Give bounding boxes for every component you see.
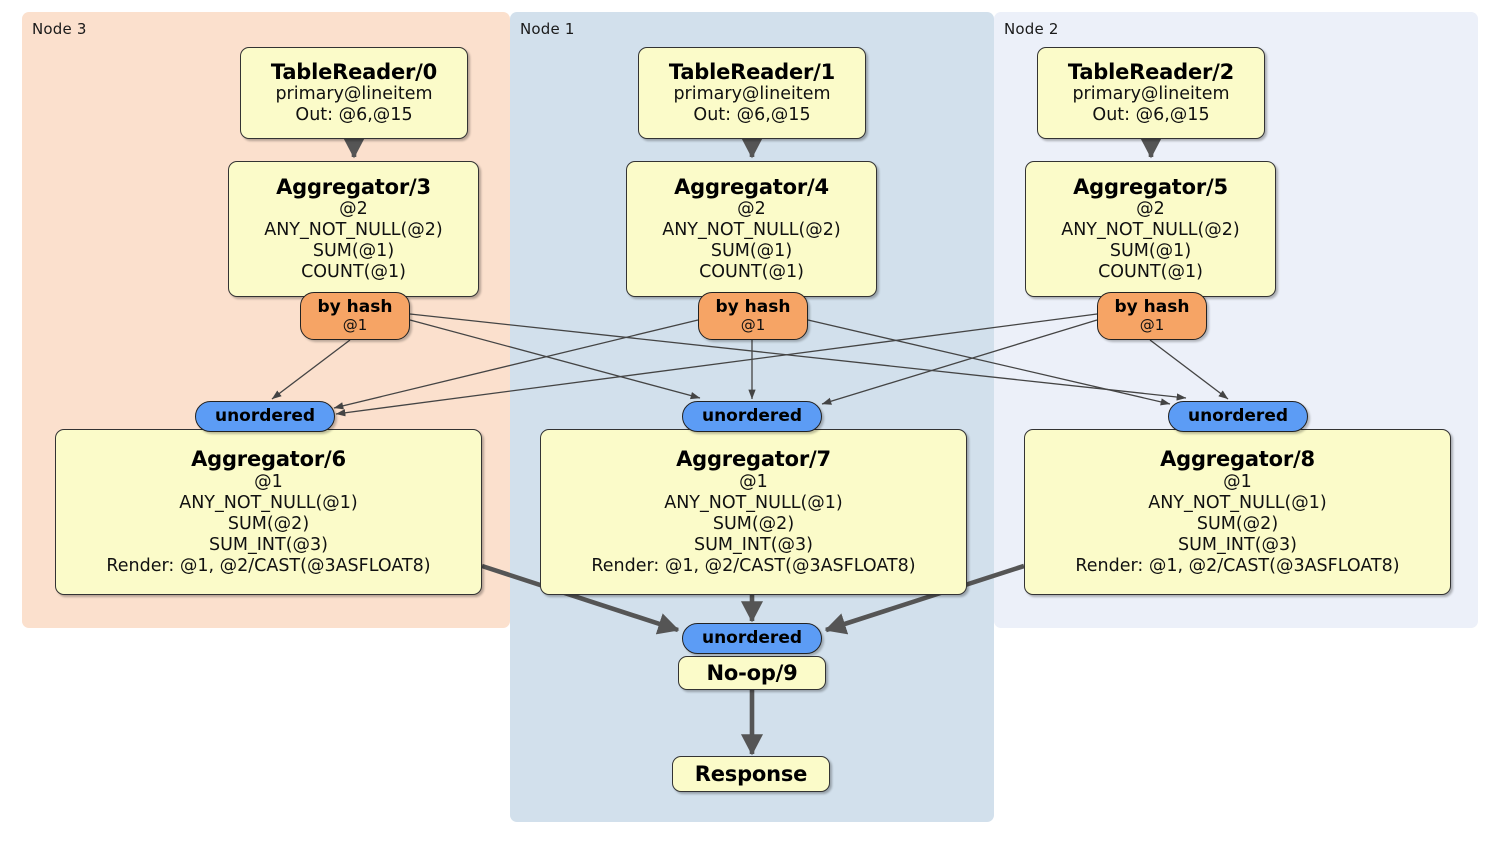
node-box-line-0: @2 [737, 199, 766, 220]
unordered-pill-u8[interactable]: unordered [1168, 401, 1308, 432]
node-box-title: Aggregator/4 [674, 174, 829, 199]
node-box-line-1: Out: @6,@15 [693, 105, 811, 126]
node-box-line-1: ANY_NOT_NULL(@1) [179, 492, 358, 513]
unordered-pill-u6[interactable]: unordered [195, 401, 335, 432]
unordered-label: unordered [701, 628, 803, 649]
node-box-line-3: SUM_INT(@3) [694, 534, 813, 555]
by-hash-label: by hash [317, 297, 393, 318]
node-box-title: Aggregator/8 [1160, 447, 1315, 472]
node-box-line-3: SUM_INT(@3) [1178, 534, 1297, 555]
node-box-title: No-op/9 [706, 660, 798, 685]
node-box-line-2: SUM(@1) [710, 241, 793, 262]
unordered-pill-u9[interactable]: unordered [682, 623, 822, 654]
by-hash-pill-bh3[interactable]: by hash@1 [300, 292, 410, 340]
node-box-line-1: ANY_NOT_NULL(@2) [264, 220, 443, 241]
node-box-line-2: SUM(@2) [712, 513, 795, 534]
node-box-line-3: SUM_INT(@3) [209, 534, 328, 555]
by-hash-column: @1 [342, 316, 368, 335]
unordered-pill-u7[interactable]: unordered [682, 401, 822, 432]
by-hash-pill-bh5[interactable]: by hash@1 [1097, 292, 1207, 340]
node-box-line-3: COUNT(@1) [1098, 262, 1203, 283]
node-box-line-0: @1 [1223, 471, 1252, 492]
node-box-line-2: SUM(@1) [1109, 241, 1192, 262]
by-hash-column: @1 [1139, 316, 1165, 335]
node-box-line-4: Render: @1, @2/CAST(@3ASFLOAT8) [591, 555, 916, 576]
node-box-title: Aggregator/5 [1073, 174, 1228, 199]
node-box-title: TableReader/0 [270, 59, 438, 84]
node-box-line-2: SUM(@1) [312, 241, 395, 262]
node-box-line-0: @2 [1136, 199, 1165, 220]
node-box-line-0: @2 [339, 199, 368, 220]
node-region-label-node3: Node 3 [32, 20, 87, 38]
node-box-line-1: ANY_NOT_NULL(@1) [664, 492, 843, 513]
node-box-title: TableReader/2 [1067, 59, 1235, 84]
node-box-line-1: ANY_NOT_NULL(@1) [1148, 492, 1327, 513]
by-hash-label: by hash [1114, 297, 1190, 318]
node-box-line-0: primary@lineitem [673, 84, 831, 105]
by-hash-pill-bh4[interactable]: by hash@1 [698, 292, 808, 340]
node-box-line-3: COUNT(@1) [699, 262, 804, 283]
node-box-line-2: SUM(@2) [1196, 513, 1279, 534]
node-box-line-3: COUNT(@1) [301, 262, 406, 283]
node-box-line-1: Out: @6,@15 [295, 105, 413, 126]
node-box-line-0: primary@lineitem [1072, 84, 1230, 105]
node-box-title: Response [694, 761, 808, 786]
node-box-title: Aggregator/6 [191, 447, 346, 472]
unordered-label: unordered [1187, 406, 1289, 427]
node-box-title: TableReader/1 [668, 59, 836, 84]
node-region-label-node2: Node 2 [1004, 20, 1059, 38]
node-box-response[interactable]: Response [672, 756, 830, 792]
unordered-label: unordered [701, 406, 803, 427]
node-region-label-node1: Node 1 [520, 20, 575, 38]
node-box-line-4: Render: @1, @2/CAST(@3ASFLOAT8) [106, 555, 431, 576]
node-box-line-0: primary@lineitem [275, 84, 433, 105]
by-hash-label: by hash [715, 297, 791, 318]
node-box-title: Aggregator/3 [276, 174, 431, 199]
node-box-title: Aggregator/7 [676, 447, 831, 472]
node-box-line-4: Render: @1, @2/CAST(@3ASFLOAT8) [1075, 555, 1400, 576]
node-box-line-1: Out: @6,@15 [1092, 105, 1210, 126]
node-box-line-0: @1 [254, 471, 283, 492]
by-hash-column: @1 [740, 316, 766, 335]
unordered-label: unordered [214, 406, 316, 427]
node-box-line-2: SUM(@2) [227, 513, 310, 534]
node-box-line-1: ANY_NOT_NULL(@2) [662, 220, 841, 241]
node-box-line-0: @1 [739, 471, 768, 492]
node-box-line-1: ANY_NOT_NULL(@2) [1061, 220, 1240, 241]
node-box-noop9[interactable]: No-op/9 [678, 656, 826, 690]
